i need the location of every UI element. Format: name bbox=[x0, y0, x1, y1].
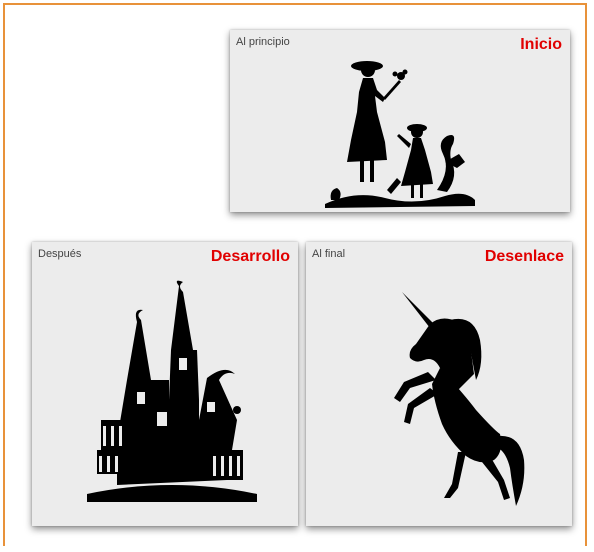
card-inicio: Al principio Inicio bbox=[230, 30, 570, 212]
card-title: Desenlace bbox=[484, 248, 564, 265]
card-desenlace: Al final Desenlace bbox=[306, 242, 572, 526]
mother-child-silhouette-icon bbox=[325, 61, 475, 208]
card-caption: Después bbox=[38, 248, 82, 260]
card-title: Inicio bbox=[520, 36, 562, 53]
unicorn-silhouette-icon bbox=[394, 292, 525, 506]
card-caption: Al principio bbox=[236, 36, 290, 48]
card-desarrollo: Después Desarrollo bbox=[32, 242, 298, 526]
page-frame bbox=[3, 3, 587, 546]
card-title: Desarrollo bbox=[210, 248, 290, 265]
card-caption: Al final bbox=[312, 248, 346, 260]
haunted-house-silhouette-icon bbox=[87, 280, 257, 502]
